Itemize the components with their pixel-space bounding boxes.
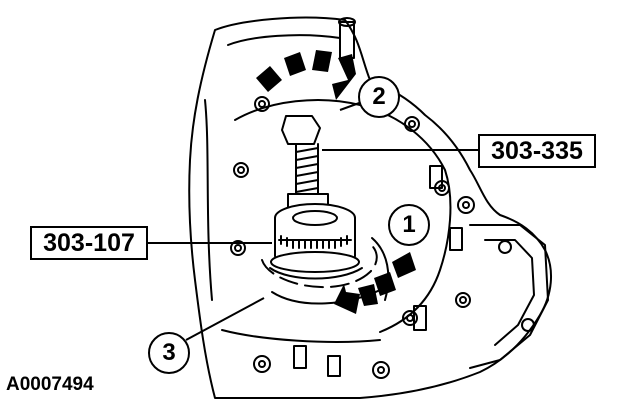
retaining-ring — [261, 243, 378, 288]
leader-step-3 — [185, 297, 265, 341]
step-3-marker: 3 — [148, 332, 190, 374]
rotation-arrow-right — [334, 252, 416, 314]
right-housing-inner — [484, 239, 535, 346]
step-2-marker: 2 — [358, 76, 400, 118]
dowel-pins — [293, 165, 463, 377]
case-inner-edge — [204, 34, 381, 343]
puller-body — [269, 203, 363, 280]
figure-id: A0007494 — [6, 374, 94, 395]
top-stud — [339, 21, 355, 59]
callout-303-335: 303-335 — [478, 134, 596, 168]
step-1-marker: 1 — [388, 204, 430, 246]
case-flange — [234, 99, 452, 333]
rotation-arrow-top — [256, 50, 356, 100]
right-housing — [469, 224, 549, 369]
forcing-screw — [281, 115, 329, 213]
callout-303-107: 303-107 — [30, 226, 148, 260]
